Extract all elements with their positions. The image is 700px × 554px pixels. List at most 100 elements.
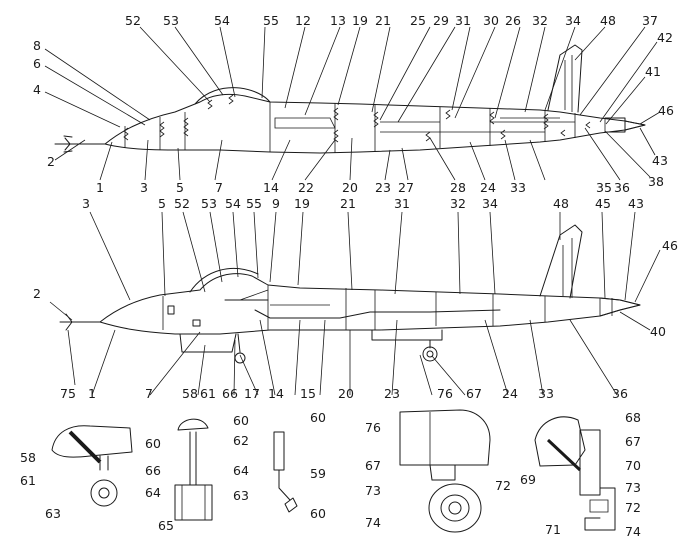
label: 69 xyxy=(520,472,536,487)
label: 19 xyxy=(294,196,310,211)
label: 73 xyxy=(365,483,381,498)
label: 67 xyxy=(365,458,381,473)
label: 12 xyxy=(295,13,311,28)
detail-well-section xyxy=(534,416,616,531)
label: 46 xyxy=(662,238,678,253)
label: 61 xyxy=(200,386,216,401)
label: 76 xyxy=(365,420,381,435)
top-view-fuselage xyxy=(54,44,646,154)
label: 45 xyxy=(595,196,611,211)
label: 59 xyxy=(310,466,326,481)
label: 63 xyxy=(233,488,249,503)
label: 72 xyxy=(625,500,641,515)
label: 33 xyxy=(510,180,526,195)
label: 6 xyxy=(33,56,41,71)
detail-nose-strut xyxy=(174,418,213,521)
label: 73 xyxy=(625,480,641,495)
label: 20 xyxy=(338,386,354,401)
label: 4 xyxy=(33,82,41,97)
label: 2 xyxy=(47,154,55,169)
label: 32 xyxy=(532,13,548,28)
label: 62 xyxy=(233,433,249,448)
label: 5 xyxy=(176,180,184,195)
label: 63 xyxy=(45,506,61,521)
label: 54 xyxy=(225,196,241,211)
label: 41 xyxy=(645,64,661,79)
label: 54 xyxy=(214,13,230,28)
label: 43 xyxy=(628,196,644,211)
label: 7 xyxy=(215,180,223,195)
label: 7 xyxy=(145,386,153,401)
callout-labels: 52 53 54 55 12 13 19 21 25 29 31 30 26 3… xyxy=(20,13,678,539)
label: 58 xyxy=(182,386,198,401)
label: 55 xyxy=(246,196,262,211)
label: 60 xyxy=(310,410,326,425)
side-view-fuselage xyxy=(59,224,641,364)
label: 42 xyxy=(657,30,673,45)
label: 9 xyxy=(272,196,280,211)
label: 38 xyxy=(648,174,664,189)
label: 70 xyxy=(625,458,641,473)
label: 60 xyxy=(145,436,161,451)
label: 60 xyxy=(310,506,326,521)
label: 15 xyxy=(300,386,316,401)
label: 60 xyxy=(233,413,249,428)
label: 1 xyxy=(96,180,104,195)
label: 28 xyxy=(450,180,466,195)
label: 72 xyxy=(495,478,511,493)
label: 48 xyxy=(553,196,569,211)
label: 1 xyxy=(88,386,96,401)
label: 31 xyxy=(455,13,471,28)
label: 64 xyxy=(145,485,161,500)
label: 66 xyxy=(222,386,238,401)
label: 65 xyxy=(158,518,174,533)
label: 36 xyxy=(614,180,630,195)
label: 36 xyxy=(612,386,628,401)
label: 74 xyxy=(365,515,381,530)
label: 24 xyxy=(480,180,496,195)
label: 43 xyxy=(652,153,668,168)
label: 25 xyxy=(410,13,426,28)
label: 40 xyxy=(650,324,666,339)
label: 67 xyxy=(625,434,641,449)
label: 20 xyxy=(342,180,358,195)
label: 53 xyxy=(201,196,217,211)
label: 55 xyxy=(263,13,279,28)
label: 17 xyxy=(244,386,260,401)
label: 75 xyxy=(60,386,76,401)
label: 76 xyxy=(437,386,453,401)
detail-main-strut xyxy=(51,425,133,507)
leader-lines xyxy=(44,26,661,396)
label: 8 xyxy=(33,38,41,53)
label: 24 xyxy=(502,386,518,401)
detail-wheel-well xyxy=(399,409,491,533)
label: 35 xyxy=(596,180,612,195)
label: 19 xyxy=(352,13,368,28)
label: 30 xyxy=(483,13,499,28)
label: 23 xyxy=(375,180,391,195)
label: 67 xyxy=(466,386,482,401)
label: 53 xyxy=(163,13,179,28)
label: 34 xyxy=(565,13,581,28)
label: 52 xyxy=(125,13,141,28)
label: 5 xyxy=(158,196,166,211)
detail-small-strut xyxy=(273,431,298,513)
label: 61 xyxy=(20,473,36,488)
label: 21 xyxy=(375,13,391,28)
label: 52 xyxy=(174,196,190,211)
label: 21 xyxy=(340,196,356,211)
label: 32 xyxy=(450,196,466,211)
label: 22 xyxy=(298,180,314,195)
label: 68 xyxy=(625,410,641,425)
label: 33 xyxy=(538,386,554,401)
label: 64 xyxy=(233,463,249,478)
label: 74 xyxy=(625,524,641,539)
label: 26 xyxy=(505,13,521,28)
label: 58 xyxy=(20,450,36,465)
label: 29 xyxy=(433,13,449,28)
label: 14 xyxy=(263,180,279,195)
label: 14 xyxy=(268,386,284,401)
label: 2 xyxy=(33,286,41,301)
label: 71 xyxy=(545,522,561,537)
